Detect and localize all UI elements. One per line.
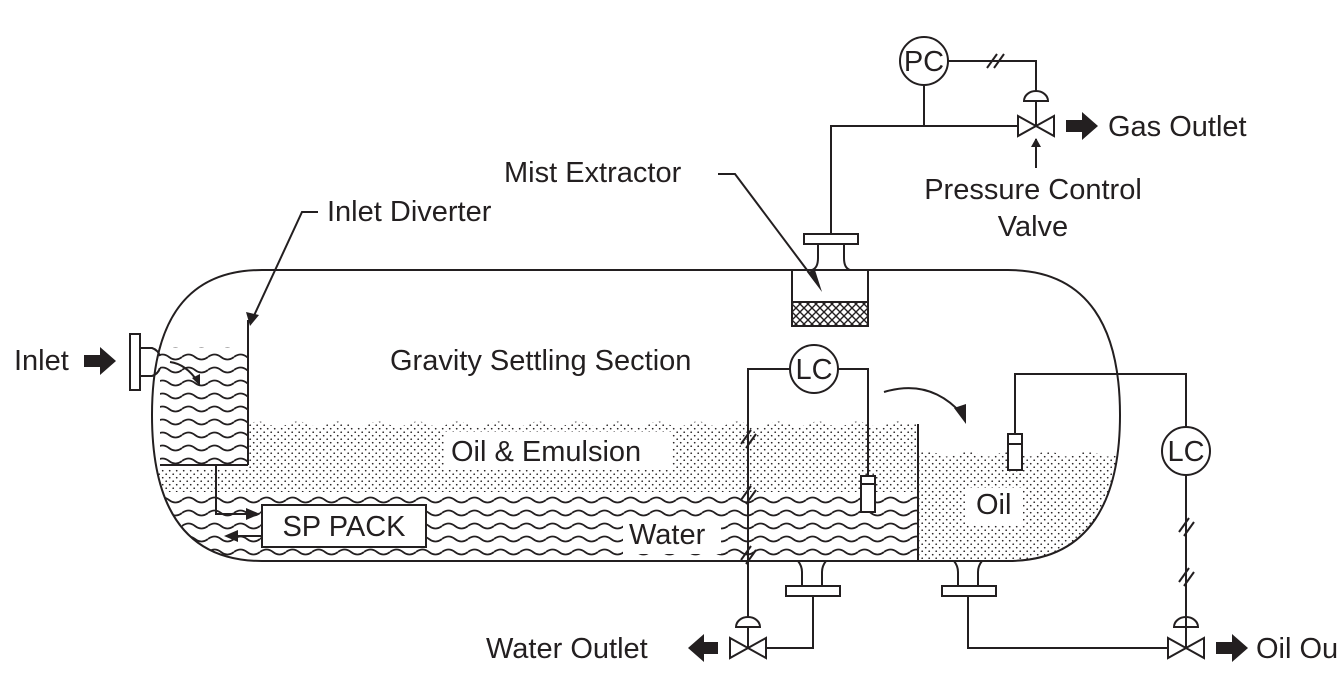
oil-emulsion-label: Oil & Emulsion — [451, 436, 641, 468]
oil-outlet-arrow — [1216, 634, 1248, 662]
oil-lc-label: LC — [1167, 436, 1204, 468]
oil-label: Oil — [976, 489, 1011, 521]
gas-outlet-arrow — [1066, 112, 1098, 140]
oil-outlet-label: Oil Ou — [1256, 633, 1338, 665]
interface-lc-label: LC — [795, 354, 832, 386]
pressure-control-valve-label-line1: Pressure Control — [924, 174, 1142, 206]
oil-level-float — [1007, 433, 1023, 471]
pressure-control-valve-label-line2: Valve — [998, 211, 1068, 243]
water-outlet-label: Water Outlet — [486, 633, 648, 665]
gravity-settling-section-label: Gravity Settling Section — [390, 345, 691, 377]
interface-level-float — [860, 475, 876, 513]
water-outlet-nozzle — [785, 560, 841, 597]
oil-outlet-nozzle — [941, 560, 997, 597]
water-label: Water — [629, 519, 706, 551]
inlet-arrow — [84, 347, 116, 375]
pressure-control-valve — [1017, 90, 1055, 138]
pc-label: PC — [904, 46, 944, 78]
water-outlet-arrow — [688, 634, 718, 662]
inlet-compartment-liquid — [160, 347, 248, 464]
mist-extractor-label: Mist Extractor — [504, 157, 682, 189]
inlet-label: Inlet — [14, 345, 69, 377]
gas-outlet-label: Gas Outlet — [1108, 111, 1247, 143]
separator-vessel-shell — [150, 269, 1122, 562]
mist-extractor — [791, 269, 869, 327]
sp-pack-box — [261, 504, 427, 548]
inlet-nozzle — [129, 333, 161, 391]
sp-pack-label: SP PACK — [282, 511, 406, 543]
water-level-control-valve — [729, 616, 767, 660]
inlet-diverter-label: Inlet Diverter — [327, 196, 492, 228]
gas-nozzle — [803, 233, 859, 271]
oil-level-control-valve — [1167, 612, 1205, 660]
